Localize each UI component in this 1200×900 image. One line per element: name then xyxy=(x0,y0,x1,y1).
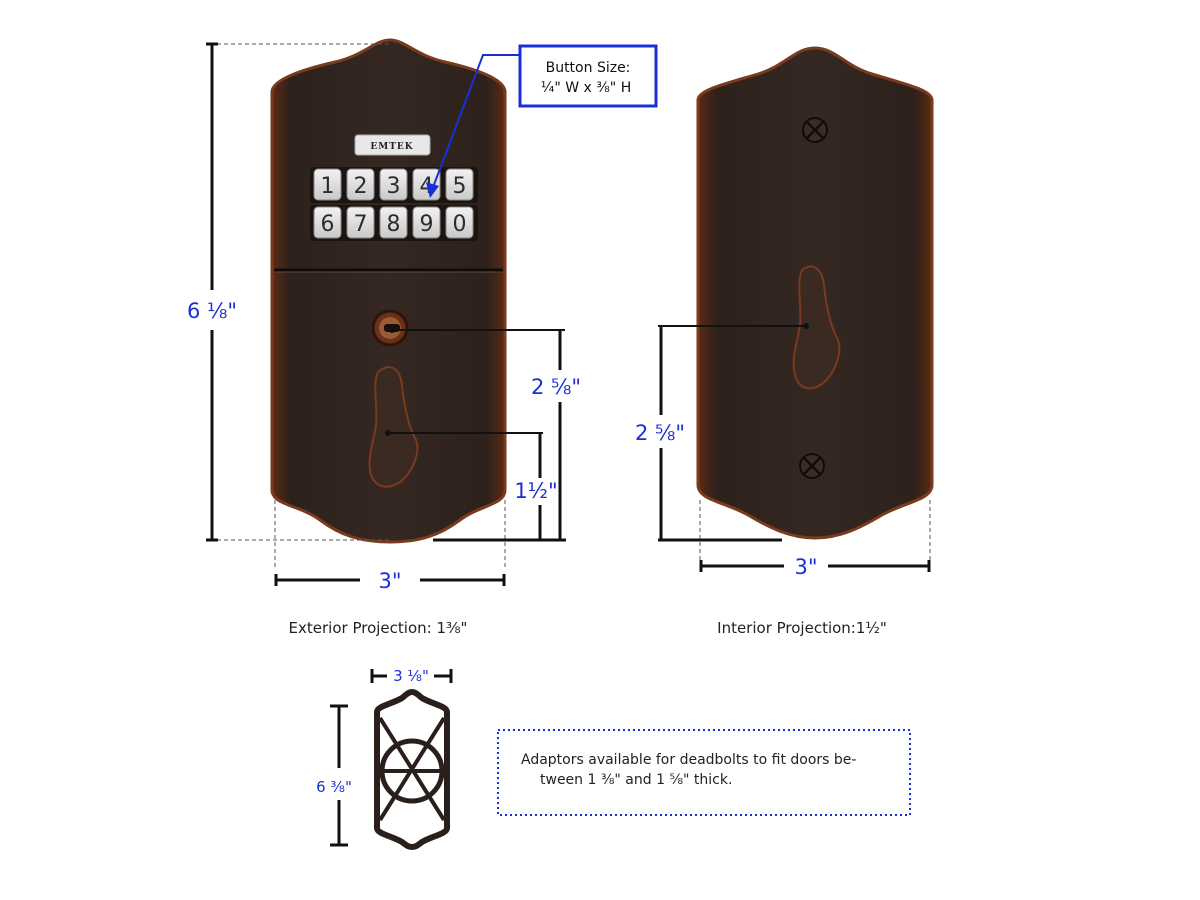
thumb-turn xyxy=(368,366,419,488)
keypad-key-3 xyxy=(379,168,408,201)
brand-badge xyxy=(354,134,431,156)
adaptor-frame xyxy=(374,688,450,851)
callout-size: ¼" W x ⅜" H xyxy=(541,80,631,96)
keypad-key-label: 8 xyxy=(387,212,401,237)
screw-bottom xyxy=(799,453,825,479)
keypad-key-9 xyxy=(412,206,441,239)
keypad-key-1 xyxy=(313,168,342,201)
adaptor-dimensions: 3 ⅛" 6 ⅜" xyxy=(316,667,453,847)
brand-label: EMTEK xyxy=(370,142,413,152)
turn-distance-label: 1½" xyxy=(514,479,557,503)
button-size-callout: Button Size: ¼" W x ⅜" H xyxy=(426,44,658,198)
keypad-key-label: 1 xyxy=(321,174,335,199)
keypad-key-7 xyxy=(346,206,375,239)
keypad-key-label: 5 xyxy=(453,174,467,199)
keypad-key-label: 9 xyxy=(420,212,434,237)
note-line-2: tween 1 ⅜" and 1 ⅝" thick. xyxy=(540,772,732,788)
keypad-key-label: 0 xyxy=(453,212,467,237)
interior-turn-distance-label: 2 ⅝" xyxy=(635,421,685,445)
screw-top xyxy=(802,117,828,143)
interior-plate xyxy=(696,46,934,540)
note-line-1: Adaptors available for deadbolts to fit … xyxy=(521,752,856,768)
keypad-key-label: 3 xyxy=(387,174,401,199)
interior-width-label: 3" xyxy=(794,555,817,579)
adaptor-height-label: 6 ⅜" xyxy=(316,778,352,796)
interior-dimensions: 2 ⅝" 3" xyxy=(635,323,931,579)
adaptor-note: Adaptors available for deadbolts to fit … xyxy=(497,729,911,816)
exterior-projection-caption: Exterior Projection: 1⅜" xyxy=(289,619,468,637)
exterior-dimensions: 6 ⅛" 3" 2 ⅝" 1½" xyxy=(187,42,581,593)
keypad-key-label: 2 xyxy=(354,174,368,199)
keypad-key-5 xyxy=(445,168,474,201)
keypad-key-2 xyxy=(346,168,375,201)
callout-title: Button Size: xyxy=(546,60,631,76)
keypad-key-0 xyxy=(445,206,474,239)
interior-projection-caption: Interior Projection:1½" xyxy=(717,619,887,637)
keypad-key-8 xyxy=(379,206,408,239)
keyhole-distance-label: 2 ⅝" xyxy=(531,375,581,399)
exterior-height-label: 6 ⅛" xyxy=(187,299,237,323)
adaptor-width-label: 3 ⅛" xyxy=(393,667,429,685)
keypad-key-label: 7 xyxy=(354,212,368,237)
keypad-key-6 xyxy=(313,206,342,239)
exterior-width-label: 3" xyxy=(378,569,401,593)
keypad-key-label: 6 xyxy=(321,212,335,237)
